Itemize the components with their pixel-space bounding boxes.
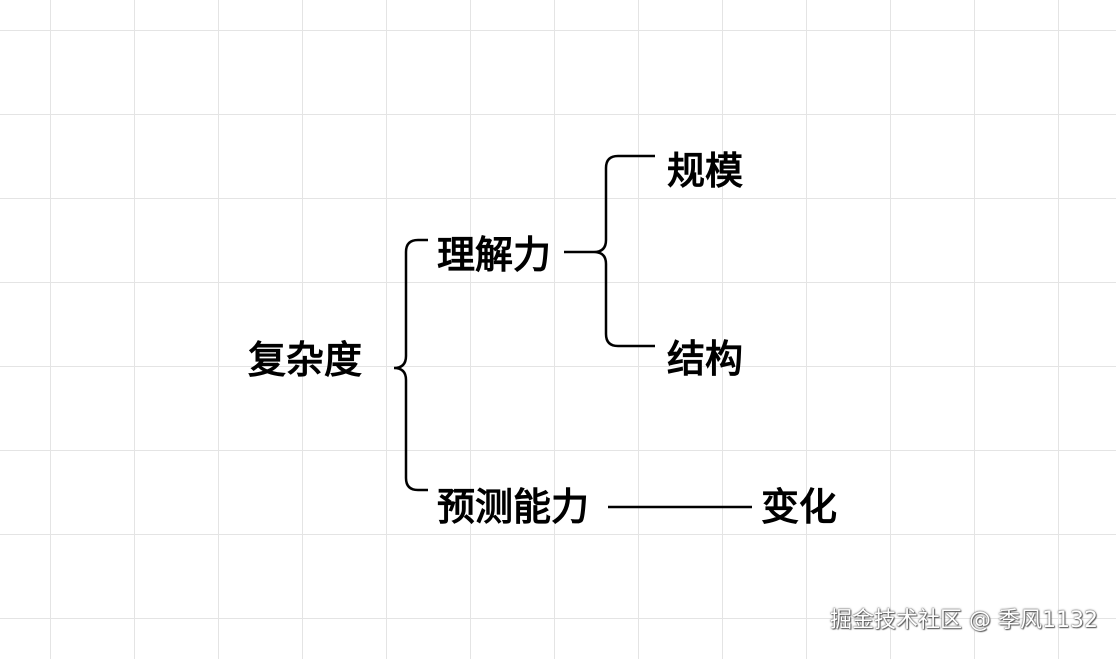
node-understanding: 理解力 <box>437 233 552 277</box>
node-complexity: 复杂度 <box>248 338 363 382</box>
node-scale: 规模 <box>667 149 744 193</box>
node-change: 变化 <box>761 485 838 529</box>
node-prediction: 预测能力 <box>437 485 590 529</box>
watermark-text: 掘金技术社区 @ 季风1132 <box>830 608 1098 633</box>
understanding-brace <box>564 154 655 348</box>
node-structure: 结构 <box>667 337 744 381</box>
root-brace <box>393 238 428 492</box>
